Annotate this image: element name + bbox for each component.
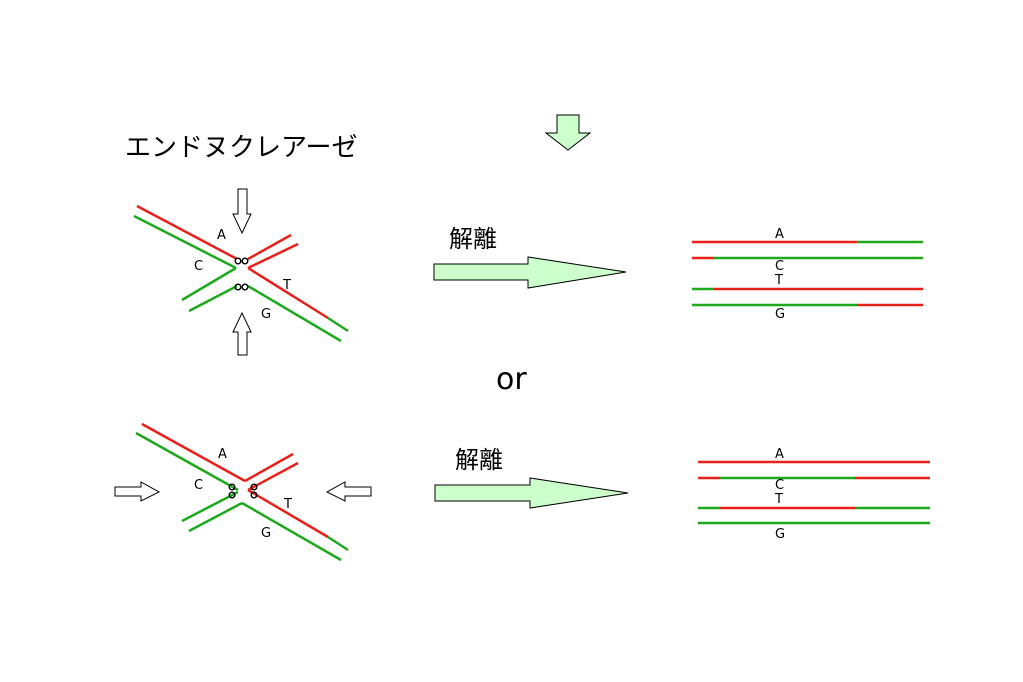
strand-red-upper-right xyxy=(247,233,292,261)
strand-red-upper-left xyxy=(136,204,238,261)
product-base-c: C xyxy=(775,259,784,274)
products-bottom: A C T G xyxy=(698,447,930,542)
dissociation-arrow-bottom-icon xyxy=(434,477,629,509)
enzyme-label: エンドヌクレアーゼ xyxy=(125,133,357,163)
cut-mark xyxy=(241,257,249,265)
product-base-a: A xyxy=(775,227,784,242)
product-base-g: G xyxy=(775,307,785,322)
base-label-a: A xyxy=(217,228,226,243)
dissociation-arrow-top-icon xyxy=(433,256,627,289)
base-label-t: T xyxy=(282,278,291,293)
strand-green-lower-left-2 xyxy=(188,284,238,313)
cut-arrow-left-icon xyxy=(325,481,372,502)
strand-green-lower-right xyxy=(247,284,342,343)
dissociation-label-top: 解離 xyxy=(449,225,497,253)
or-label: or xyxy=(496,362,527,397)
cut-arrow-down-icon xyxy=(232,188,252,235)
product-base-t: T xyxy=(774,273,783,288)
base-label-g: G xyxy=(261,526,271,541)
cut-mark xyxy=(234,283,242,291)
strand-red-right xyxy=(247,242,299,270)
cut-mark xyxy=(250,483,258,491)
base-label-g: G xyxy=(261,307,271,322)
cut-arrow-right-icon xyxy=(114,481,161,502)
strand-green-upper-left xyxy=(133,214,237,270)
base-label-c: C xyxy=(194,259,203,274)
junction-bottom: A C T G xyxy=(114,422,372,562)
product-base-c: C xyxy=(775,478,784,493)
junction-top: A C T G xyxy=(133,188,349,356)
strand-green-lower-left xyxy=(181,266,237,302)
cut-mark xyxy=(228,483,236,491)
base-label-a: A xyxy=(218,447,227,462)
down-arrow-icon xyxy=(544,114,592,151)
cut-mark xyxy=(241,283,249,291)
cut-mark xyxy=(228,491,236,499)
products-top: A C T G xyxy=(692,227,923,322)
product-base-t: T xyxy=(774,492,783,507)
base-label-t: T xyxy=(283,497,292,512)
strand-red-lower-right xyxy=(247,266,329,320)
cut-arrow-up-icon xyxy=(232,311,252,356)
dissociation-label-bottom: 解離 xyxy=(455,446,503,474)
base-label-c: C xyxy=(194,478,203,493)
strand-green-lower-right-end xyxy=(327,316,349,333)
product-base-a: A xyxy=(775,447,784,462)
product-base-g: G xyxy=(775,527,785,542)
cut-mark xyxy=(250,491,258,499)
cut-mark xyxy=(234,257,242,265)
